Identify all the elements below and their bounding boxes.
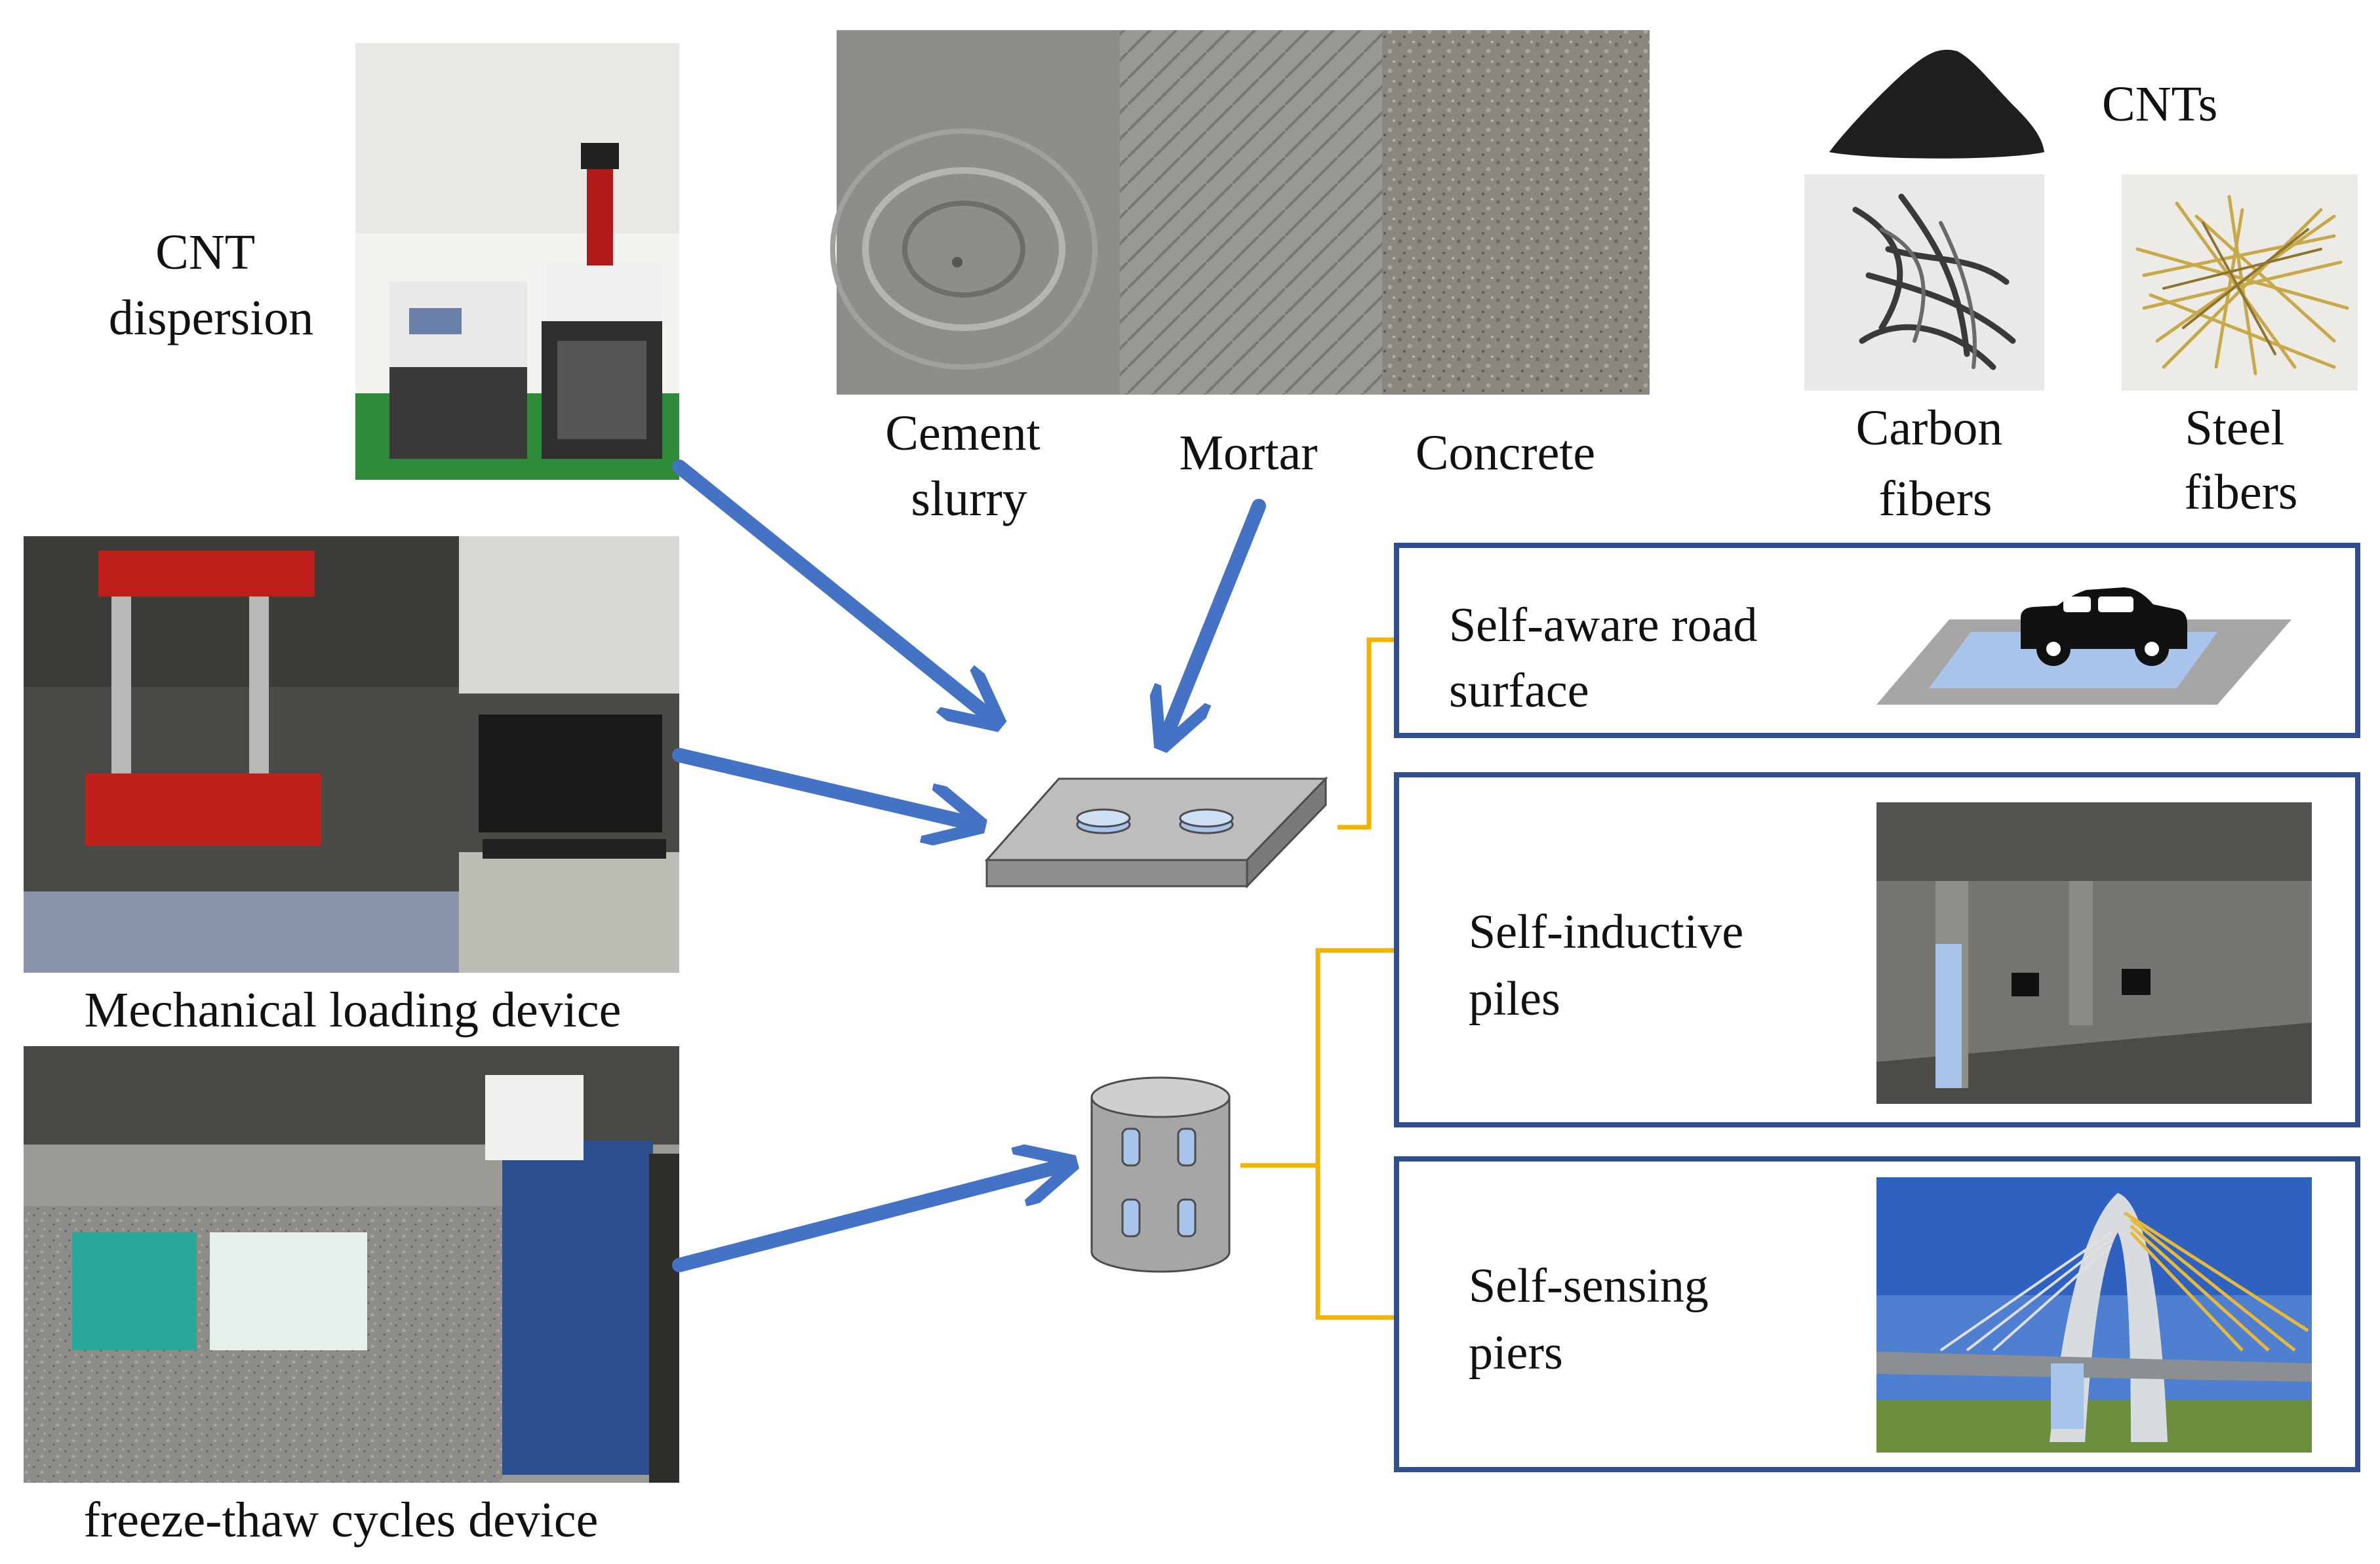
label-mortar: Mortar (1179, 425, 1317, 480)
label-app-piles: Self-inductive piles (1469, 905, 1756, 1026)
label-concrete: Concrete (1416, 425, 1595, 480)
app-box-piers (1394, 1156, 2360, 1472)
label-cnts: CNTs (2102, 77, 2217, 132)
connector-slab-road (1338, 637, 1397, 830)
bridge-photo (1876, 1177, 2312, 1453)
steel-fibers-photo (2122, 174, 2358, 391)
building-photo (1876, 802, 2312, 1104)
concrete-photo (1382, 30, 1650, 395)
label-app-road: Self-aware road surface (1449, 598, 1770, 718)
label-steel-fibers: Steel fibers (2184, 401, 2297, 520)
slab-specimen (984, 776, 1328, 889)
label-app-piers: Self-sensing piers (1469, 1259, 1720, 1380)
arrow-loading-to-specimen (672, 748, 977, 825)
text-labels: CNT dispersion Mechanical loading device… (84, 77, 2298, 1548)
freeze-thaw-photo (24, 1046, 679, 1483)
label-freeze-thaw: freeze-thaw cycles device (84, 1493, 599, 1548)
label-cnt-dispersion: CNT dispersion (109, 225, 313, 345)
car-icon (2021, 587, 2187, 666)
cnt-dispersion-photo (355, 43, 679, 480)
arrow-freeze-to-cylinder (672, 1164, 1069, 1272)
mortar-photo (1120, 30, 1382, 395)
arrow-dispersion-to-specimen (672, 459, 995, 721)
app-box-road (1394, 543, 2360, 738)
arrows (672, 459, 1266, 1272)
connectors (1240, 637, 1397, 1320)
label-mechanical-loading: Mechanical loading device (85, 983, 622, 1038)
arrow-mortar-to-specimen (1164, 499, 1266, 742)
label-carbon-fibers: Carbon fibers (1856, 401, 2015, 526)
cement-slurry-photo (830, 30, 1120, 395)
connector-piles (1315, 948, 1397, 1320)
app-box-piles (1394, 772, 2360, 1127)
cnt-powder-icon (1829, 49, 2044, 159)
mechanical-loading-photo (24, 536, 679, 973)
carbon-fibers-photo (1804, 174, 2044, 391)
label-cement-slurry: Cement slurry (885, 406, 1052, 526)
cylinder-specimen (1090, 1076, 1231, 1273)
